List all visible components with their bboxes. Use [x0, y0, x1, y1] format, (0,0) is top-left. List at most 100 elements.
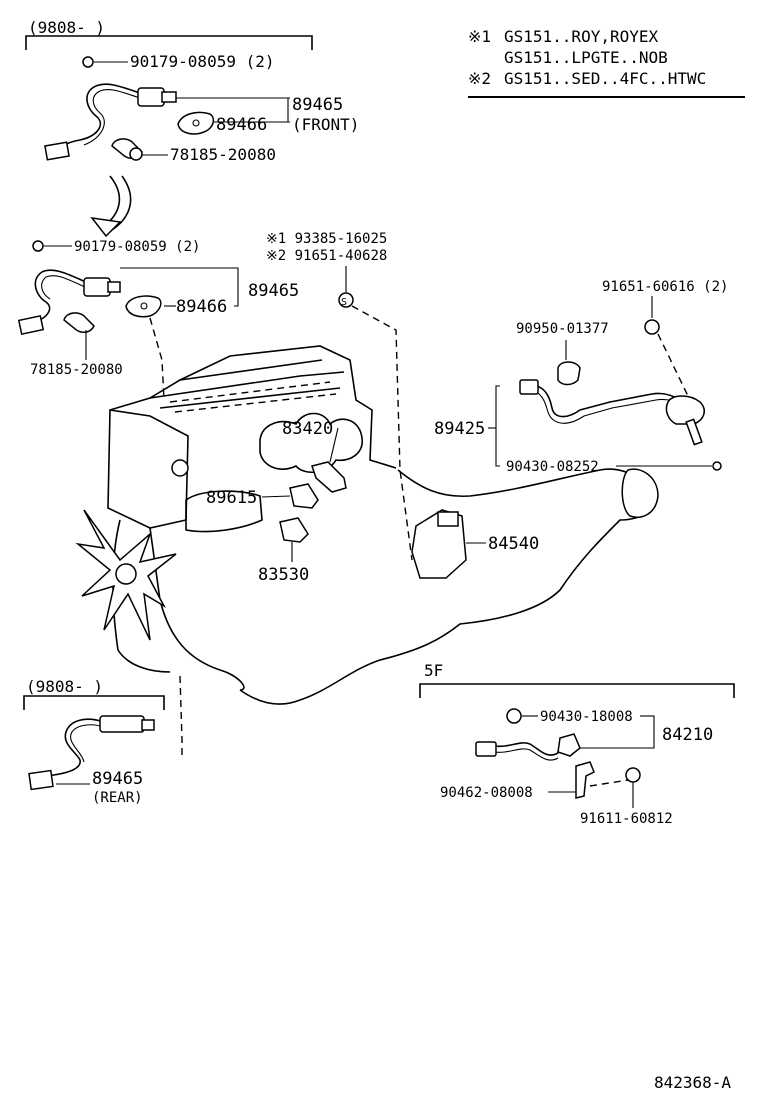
five-f-label-91611: 91611-60812: [580, 811, 673, 827]
rear-sensor-body-icon: [99, 715, 145, 733]
engine-head-bumps: [259, 412, 363, 473]
mid-to-engine-dash: [149, 317, 165, 401]
top-label-90179: 90179-08059 (2): [130, 52, 275, 71]
five-f-wire: [493, 742, 567, 756]
mid-clamp-icon: [63, 312, 95, 333]
sensor-84540-plug-icon: [437, 511, 459, 527]
mid-gasket-hole-icon: [140, 302, 148, 310]
mid-sensor-tip-icon: [107, 281, 121, 293]
top-gasket-hole-icon: [192, 119, 200, 127]
mid-nut-icon: [32, 240, 44, 252]
five-f-label-90462: 90462-08008: [440, 785, 533, 801]
mid-sensor-wire: [33, 269, 91, 323]
top-group-bracket: [25, 35, 313, 50]
five-f-wire2: [493, 748, 559, 761]
engine-label-83420: 83420: [282, 419, 333, 439]
top-clamp-ring-icon: [129, 147, 143, 161]
five-f-bracket-84210: [580, 715, 655, 749]
right-sensor-group: 91651-60616 (2) 90950-01377 89425 90430-…: [434, 279, 728, 475]
transmission-outline: [239, 468, 656, 705]
fan-hub-icon: [115, 563, 137, 585]
right-label-90950: 90950-01377: [516, 321, 609, 337]
bolt-note-line1: ※1 93385-16025: [266, 231, 387, 247]
five-f-label-84210: 84210: [662, 725, 713, 745]
top-label-89465: 89465: [292, 95, 343, 115]
right-bracket-89425: [495, 385, 500, 467]
five-f-label-90430: 90430-18008: [540, 709, 633, 725]
top-sensor-group: (9808- ) 90179-08059 (2) 89465 (FRONT) 8…: [25, 18, 359, 164]
mid-label-89466: 89466: [176, 297, 227, 317]
leader-89615: [261, 495, 291, 498]
five-f-bolt-dash: [589, 779, 629, 787]
flow-arrow-head-icon: [90, 216, 122, 238]
engine-boss-icon: [171, 459, 189, 477]
bolt-note: ※1 93385-16025 ※2 91651-40628 S: [266, 231, 413, 561]
sensor-84540-icon: [411, 509, 467, 579]
rear-sensor-tip-icon: [141, 719, 155, 731]
sensor-89615-icon: [289, 483, 319, 509]
transmission-end-icon: [621, 468, 659, 518]
top-sensor-connector-icon: [44, 141, 70, 161]
engine-cover-top: [149, 359, 345, 409]
intake-pipe: [185, 490, 263, 533]
engine-block-outline: [109, 345, 397, 469]
legend: ※1 GS151..ROY,ROYEX GS151..LPGTE..NOB ※2…: [468, 27, 745, 98]
rear-group-bracket: [23, 695, 165, 710]
right-label-89425: 89425: [434, 419, 485, 439]
mid-sensor-body-icon: [83, 277, 111, 297]
bolt-s-letter-icon: S: [341, 297, 347, 308]
mid-label-89465: 89465: [248, 281, 299, 301]
top-sensor-body-icon: [137, 87, 165, 107]
engine-label-89615: 89615: [206, 488, 257, 508]
bolt-s-icon: [338, 292, 354, 308]
right-nut-icon: [712, 461, 722, 471]
engine-label-83530: 83530: [258, 565, 309, 585]
engine-cover-dash: [169, 381, 337, 413]
mid-sensor-group: 90179-08059 (2) 89466 89465 78185-20080: [17, 239, 299, 401]
right-sensor-body-icon: [665, 395, 705, 425]
top-sensor-tip-icon: [161, 91, 177, 103]
right-label-91651: 91651-60616 (2): [602, 279, 728, 295]
leader-83420: [329, 427, 339, 463]
rear-sensor-connector-icon: [28, 769, 54, 791]
five-f-bracket: [419, 683, 735, 698]
five-f-title: 5F: [424, 661, 443, 680]
sensor-83420-icon: [311, 461, 347, 493]
legend-note2-mark: ※2: [468, 69, 491, 88]
top-label-89466: 89466: [216, 115, 267, 135]
five-f-ring-icon: [506, 708, 522, 724]
mid-gasket-icon: [125, 295, 162, 318]
five-f-group: 5F 90430-18008 84210 90462-08008 91611-6…: [419, 661, 735, 827]
top-sensor-wire-inner: [83, 89, 151, 146]
diagram-number: 842368-A: [654, 1073, 731, 1092]
mid-sensor-connector-icon: [17, 314, 45, 336]
rear-sensor-wire: [45, 718, 105, 777]
engine-assembly: 83420 89615 83530 84540: [75, 345, 659, 760]
top-sensor-wire: [59, 83, 151, 151]
right-grommet-icon: [557, 361, 581, 386]
five-f-connector-icon: [475, 741, 497, 757]
five-f-clip-icon: [575, 761, 595, 799]
mid-label-90179: 90179-08059 (2): [74, 239, 200, 255]
top-nut-icon: [82, 56, 94, 68]
mid-label-78185: 78185-20080: [30, 362, 123, 378]
rear-group-date: (9808- ): [26, 677, 103, 696]
five-f-sensor-icon: [557, 733, 581, 757]
mid-bracket-89465: [234, 267, 239, 307]
engine-label-84540: 84540: [488, 534, 539, 554]
legend-note1-mark: ※1: [468, 27, 491, 46]
exhaust-dash-line: [179, 675, 183, 760]
legend-note1-line2: GS151..LPGTE..NOB: [504, 48, 668, 67]
top-label-78185: 78185-20080: [170, 145, 276, 164]
rear-sensor-wire-inner: [70, 724, 105, 763]
right-sensor-probe-icon: [685, 418, 703, 446]
bolt-note-line2: ※2 91651-40628: [266, 248, 387, 264]
top-bracket-89465: [284, 97, 289, 123]
right-connector-icon: [519, 379, 539, 395]
right-label-90430: 90430-08252: [506, 459, 599, 475]
flow-arrow: [90, 175, 132, 238]
bolt-dash-line: [351, 305, 413, 561]
top-gasket-icon: [177, 111, 215, 135]
legend-note1-line1: GS151..ROY,ROYEX: [504, 27, 658, 46]
